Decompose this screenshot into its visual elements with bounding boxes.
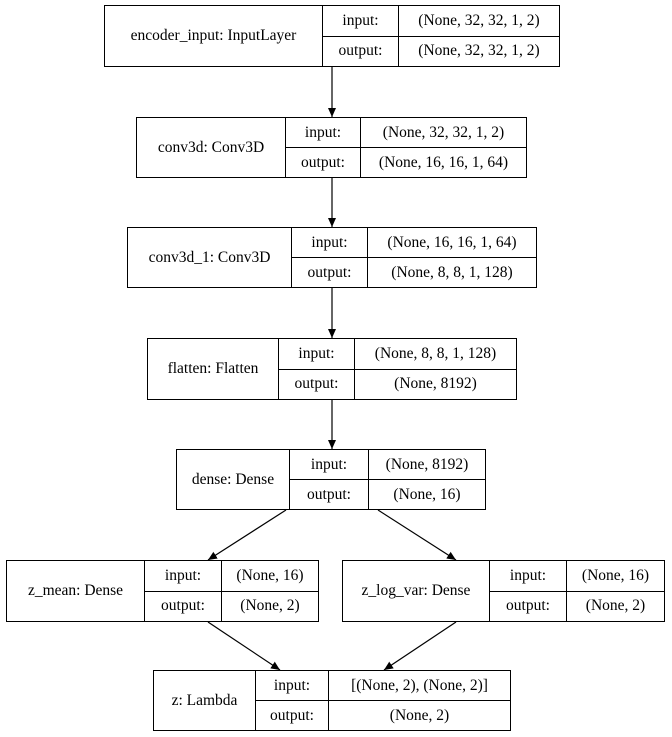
layer-name: conv3d_1: Conv3D [128, 228, 292, 287]
input-label: input: [490, 561, 566, 592]
input-label: input: [286, 118, 360, 148]
output-shape: (None, 32, 32, 1, 2) [418, 42, 540, 60]
edge-arrow [207, 509, 287, 561]
input-shape: (None, 16) [222, 561, 318, 592]
input-label: input: [145, 561, 221, 592]
edge-arrow [383, 621, 457, 671]
output-shape: (None, 2) [240, 597, 300, 615]
output-shape: (None, 8192) [394, 375, 477, 393]
input-shape: (None, 32, 32, 1, 2) [399, 6, 559, 37]
layer-name: z_log_var: Dense [343, 561, 490, 621]
output-shape: (None, 2) [389, 706, 450, 724]
input-label: input: [256, 671, 328, 701]
output-label: output: [307, 263, 352, 281]
input-label: input: [290, 450, 368, 480]
input-shape: (None, 32, 32, 1, 2) [361, 118, 526, 148]
output-label: output: [338, 42, 383, 60]
edge-arrow [377, 509, 457, 561]
output-label: output: [506, 597, 550, 615]
input-shape: (None, 8, 8, 1, 128) [355, 339, 516, 370]
edge-arrow [207, 621, 281, 671]
input-label: input: [279, 339, 354, 370]
input-shape: (None, 8192) [369, 450, 485, 480]
output-label: output: [294, 375, 339, 393]
output-shape: (None, 16, 16, 1, 64) [378, 153, 509, 171]
output-label: output: [270, 706, 314, 724]
output-shape: (None, 16) [393, 485, 461, 503]
layer-name: z: Lambda [154, 671, 256, 730]
input-label: input: [323, 6, 398, 37]
input-label: input: [292, 228, 367, 258]
output-shape: (None, 2) [585, 597, 646, 615]
input-shape: [(None, 2), (None, 2)] [329, 671, 510, 701]
output-label: output: [161, 597, 205, 615]
input-shape: (None, 16, 16, 1, 64) [368, 228, 536, 258]
layer-name: z_mean: Dense [7, 561, 145, 621]
layer-name: dense: Dense [177, 450, 290, 509]
input-shape: (None, 16) [567, 561, 664, 592]
layer-name: conv3d: Conv3D [137, 118, 286, 177]
output-label: output: [307, 485, 351, 503]
output-label: output: [301, 153, 345, 171]
layer-name: encoder_input: InputLayer [105, 6, 323, 66]
layer-name: flatten: Flatten [148, 339, 279, 399]
output-shape: (None, 8, 8, 1, 128) [391, 263, 513, 281]
